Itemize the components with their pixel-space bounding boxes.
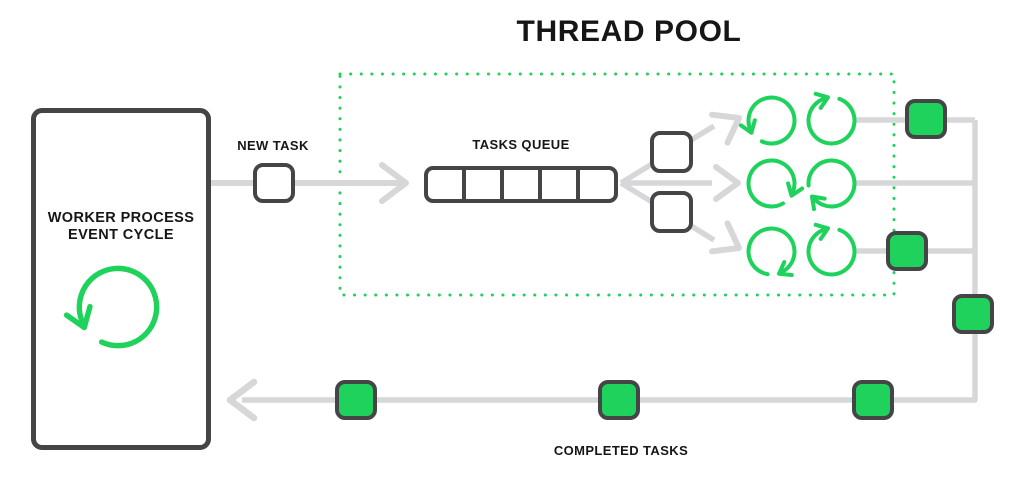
- queue-slot: [466, 170, 500, 199]
- worker-process-label-line1: WORKER PROCESS: [47, 210, 195, 226]
- completed-task-square-4: [852, 380, 894, 420]
- completed-task-square-1: [905, 99, 947, 139]
- tasks-queue: [424, 166, 618, 203]
- thread-pool-dotted-border: [338, 72, 896, 297]
- queue-slot: [580, 170, 614, 199]
- queue-slot: [504, 170, 538, 199]
- thread-cycle-arrow-icon: [797, 217, 866, 286]
- completed-task-square-6: [335, 380, 377, 420]
- worker-cycle-arrow-icon: [60, 249, 176, 365]
- completed-task-square-3: [952, 294, 994, 334]
- thread-cycle-arrow-icon: [797, 86, 866, 155]
- completed-task-square-2: [886, 231, 928, 271]
- arrow-left-icon: [226, 378, 258, 422]
- worker-process-label: WORKER PROCESS EVENT CYCLE: [36, 210, 206, 245]
- worker-process-box: [31, 108, 211, 450]
- new-task-square: [253, 163, 295, 203]
- arrow-up-right-icon: [709, 111, 742, 146]
- arrow-down-right-icon: [709, 220, 742, 255]
- worker-process-label-line2: EVENT CYCLE: [68, 227, 174, 244]
- completed-task-square-5: [598, 380, 640, 420]
- dispatch-task-square-2: [650, 191, 693, 233]
- completed-tasks-label: COMPLETED TASKS: [553, 443, 689, 458]
- completed-tasks-return-line: [242, 120, 978, 403]
- dispatch-task-square-1: [650, 131, 693, 173]
- queue-slot: [428, 170, 462, 199]
- tasks-queue-label: TASKS QUEUE: [472, 137, 570, 152]
- queue-slot: [542, 170, 576, 199]
- page-title: THREAD POOL: [516, 15, 742, 48]
- new-task-label: NEW TASK: [237, 138, 309, 153]
- arrow-right-icon: [713, 164, 741, 202]
- arrow-right-icon: [379, 162, 409, 204]
